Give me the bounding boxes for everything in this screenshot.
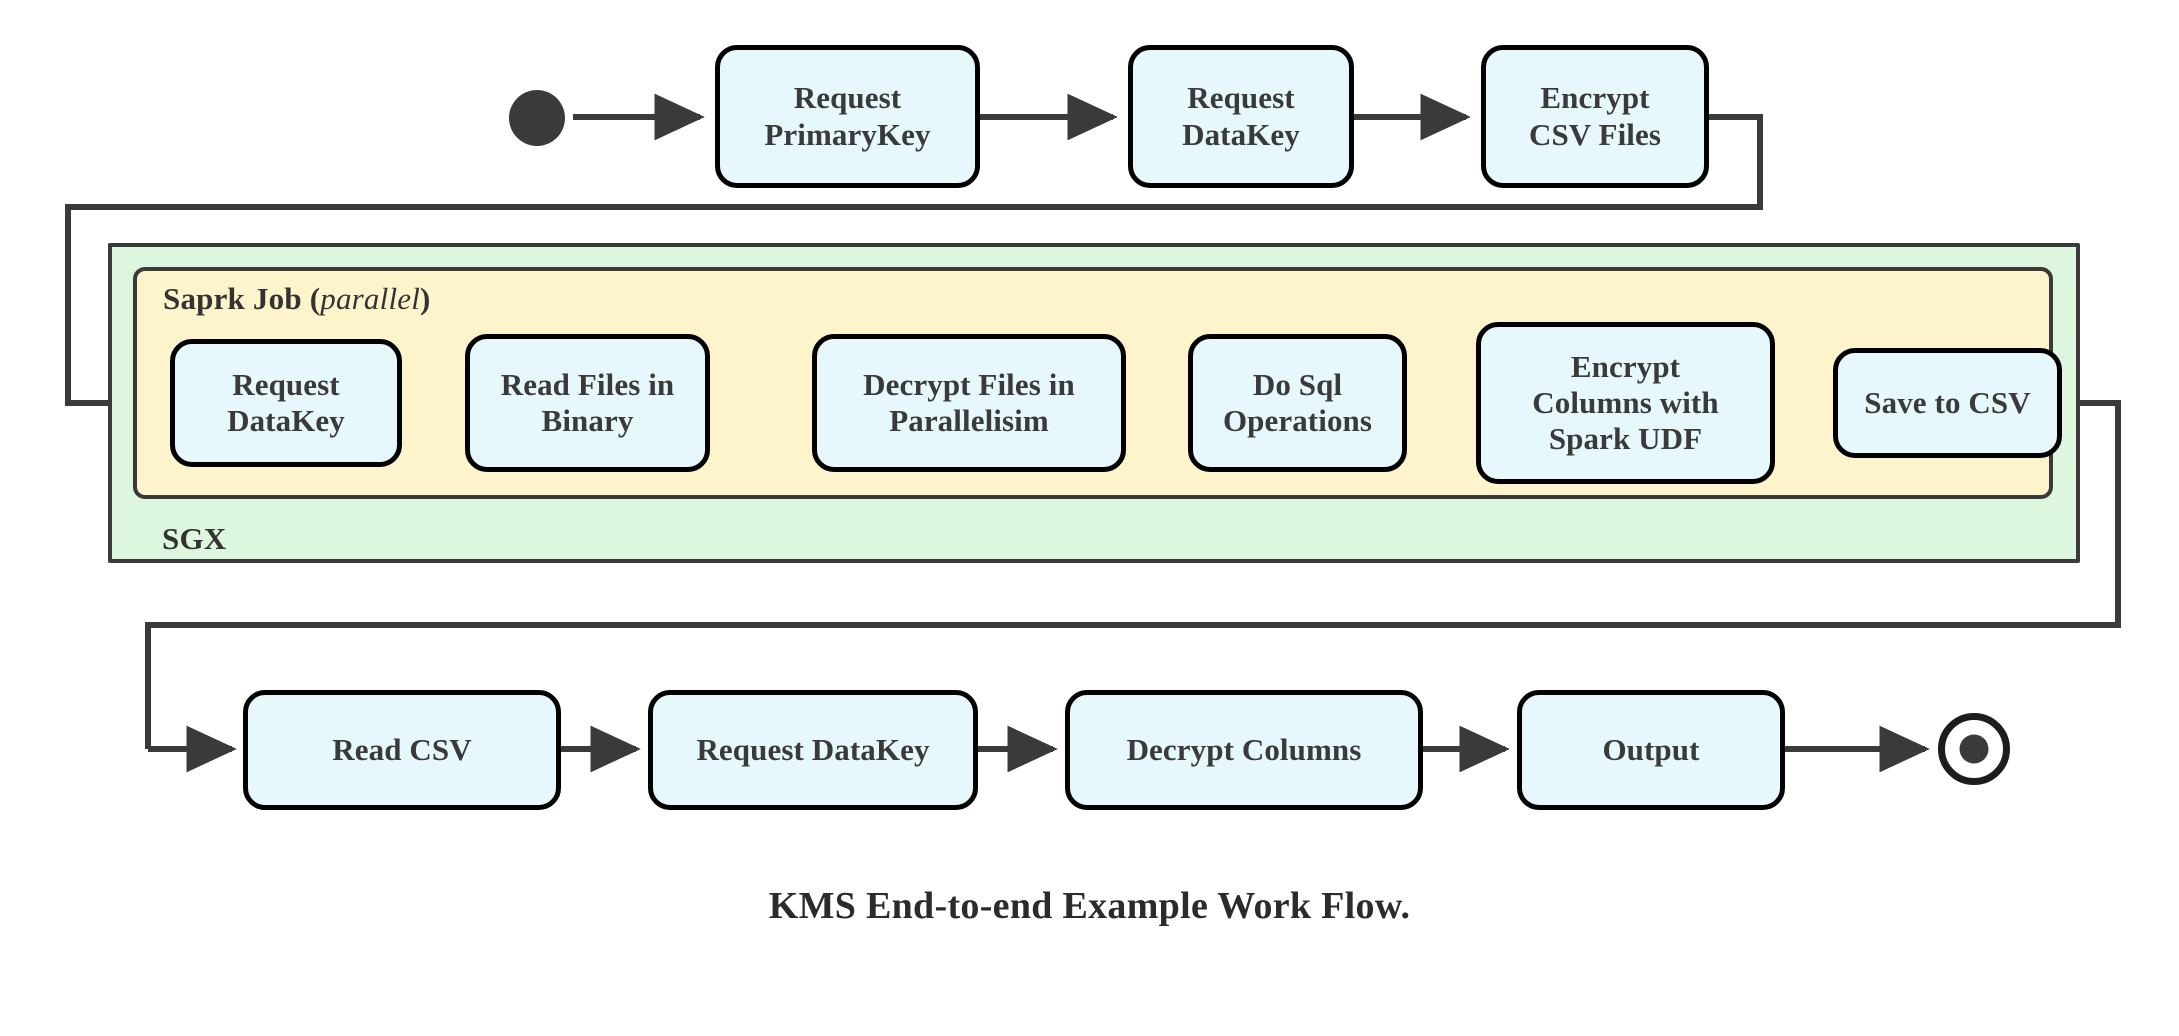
node-output-label: Output xyxy=(1602,731,1700,767)
node-decrypt-columns[interactable]: Decrypt Columns xyxy=(1065,690,1423,810)
node-read-csv-label: Read CSV xyxy=(332,731,472,767)
node-request-datakey-top-label: Request DataKey xyxy=(1182,80,1300,152)
node-read-files-in-binary[interactable]: Read Files in Binary xyxy=(465,334,710,472)
diagram-caption: KMS End-to-end Example Work Flow. xyxy=(768,885,1411,927)
node-encrypt-columns-udf-label: Encrypt Columns with Spark UDF xyxy=(1532,348,1719,457)
node-save-to-csv[interactable]: Save to CSV xyxy=(1833,348,2062,458)
node-read-csv[interactable]: Read CSV xyxy=(243,690,561,810)
node-request-datakey-bottom-label: Request DataKey xyxy=(696,731,930,767)
node-decrypt-files-parallel-label: Decrypt Files in Parallelisim xyxy=(863,366,1075,438)
spark-annotation-close: ) xyxy=(420,281,431,316)
spark-annotation-open: ( xyxy=(301,281,321,316)
node-do-sql-operations[interactable]: Do Sql Operations xyxy=(1188,334,1407,472)
spark-job-title: Saprk Job xyxy=(163,281,302,316)
node-save-to-csv-label: Save to CSV xyxy=(1864,384,2031,420)
final-state-node xyxy=(1938,713,2010,785)
node-request-datakey-bottom[interactable]: Request DataKey xyxy=(648,690,978,810)
spark-annotation: parallel xyxy=(320,281,421,316)
node-decrypt-columns-label: Decrypt Columns xyxy=(1126,731,1362,767)
node-output[interactable]: Output xyxy=(1517,690,1785,810)
node-encrypt-csv-files-label: Encrypt CSV Files xyxy=(1528,80,1662,152)
node-do-sql-operations-label: Do Sql Operations xyxy=(1222,366,1373,438)
node-decrypt-files-parallel[interactable]: Decrypt Files in Parallelisim xyxy=(812,334,1126,472)
node-request-primarykey-label: Request PrimaryKey xyxy=(764,80,931,152)
node-request-datakey-spark[interactable]: Request DataKey xyxy=(170,339,402,467)
node-encrypt-columns-udf[interactable]: Encrypt Columns with Spark UDF xyxy=(1476,322,1775,484)
node-encrypt-csv-files[interactable]: Encrypt CSV Files xyxy=(1481,45,1709,188)
node-read-files-in-binary-label: Read Files in Binary xyxy=(500,366,675,438)
container-sgx-label: SGX xyxy=(162,521,227,556)
node-request-datakey-top[interactable]: Request DataKey xyxy=(1128,45,1354,188)
container-spark-job-label: Saprk Job (parallel) xyxy=(163,281,431,317)
node-request-primarykey[interactable]: Request PrimaryKey xyxy=(715,45,980,188)
initial-state-node xyxy=(509,90,565,146)
node-request-datakey-spark-label: Request DataKey xyxy=(227,366,345,438)
